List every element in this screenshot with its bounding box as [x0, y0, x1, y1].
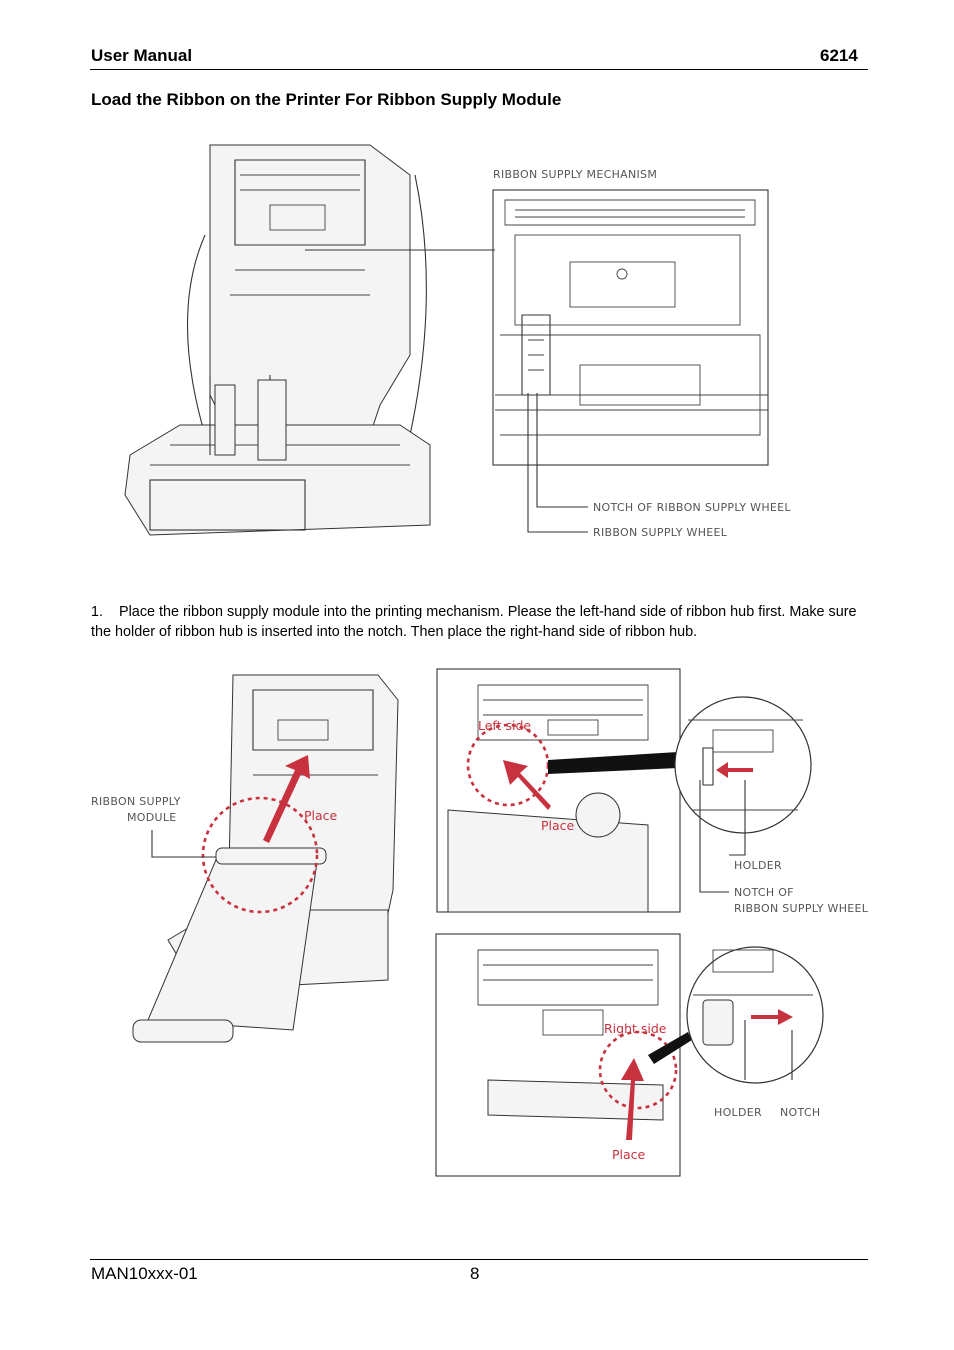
notch-label-line1: NOTCH OF — [734, 886, 794, 899]
right-side-label: Right side — [604, 1021, 667, 1036]
label-ribbon-supply-line2: MODULE — [127, 811, 177, 824]
step-1-text: 1. Place the ribbon supply module into t… — [91, 602, 871, 642]
ribbon-supply-mechanism-figure: RIBBON SUPPLY MECHANISM NOTCH OF RIBBON … — [124, 144, 791, 539]
place-label-1: Place — [304, 808, 338, 823]
footer-rule — [90, 1259, 868, 1260]
footer-doc-id: MAN10xxx-01 — [91, 1264, 198, 1283]
step-description: Place the ribbon supply module into the … — [91, 604, 857, 640]
place-label-2: Place — [541, 818, 575, 833]
step-number: 1. — [91, 604, 104, 620]
notch-label-line2: RIBBON SUPPLY WHEEL — [734, 902, 869, 915]
label-ribbon-supply-mechanism: RIBBON SUPPLY MECHANISM — [493, 168, 657, 181]
header-rule — [90, 69, 868, 70]
header-model: 6214 — [820, 46, 858, 65]
label-ribbon-supply-wheel: RIBBON SUPPLY WHEEL — [593, 526, 728, 539]
label-ribbon-supply-line1: RIBBON SUPPLY — [91, 795, 181, 808]
notch-label-2: NOTCH — [780, 1106, 820, 1119]
label-notch-of-ribbon-supply-wheel: NOTCH OF RIBBON SUPPLY WHEEL — [593, 501, 791, 514]
holder-label-2: HOLDER — [714, 1106, 762, 1119]
place-label-3: Place — [612, 1147, 646, 1162]
left-side-label: Left side — [478, 718, 531, 733]
holder-label-1: HOLDER — [734, 859, 782, 872]
ribbon-placement-figure: Place RIBBON SUPPLY MODULE Left side Pla… — [91, 668, 869, 1177]
header-title: User Manual — [91, 46, 193, 65]
page-number: 8 — [470, 1264, 480, 1283]
section-title: Load the Ribbon on the Printer For Ribbo… — [91, 90, 562, 109]
